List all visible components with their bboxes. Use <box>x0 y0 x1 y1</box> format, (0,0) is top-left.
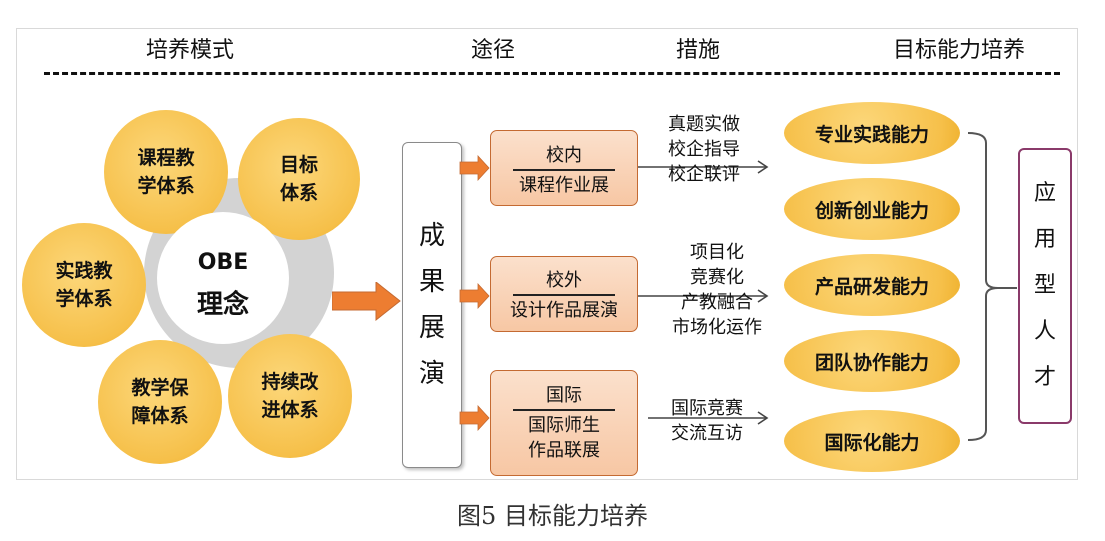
figure-caption: 图5 目标能力培养 <box>457 502 648 530</box>
header-mode: 培养模式 <box>146 38 235 63</box>
petal-improvement: 持续改 进体系 <box>228 334 352 458</box>
path-box-off-campus: 校外 设计作品展演 <box>490 256 638 332</box>
measures-international: 国际竞赛 交流互访 <box>671 398 743 444</box>
ability-product-development: 产品研发能力 <box>784 254 960 316</box>
obe-core: OBE 理念 <box>157 212 289 344</box>
outcome-exhibition-box: 成 果 展 演 <box>402 142 462 468</box>
ability-teamwork: 团队协作能力 <box>784 330 960 392</box>
petal-target: 目标 体系 <box>238 118 360 240</box>
concept-label: 理念 <box>196 290 249 320</box>
petal-curriculum: 课程教 学体系 <box>104 110 228 234</box>
main-flow-arrow <box>332 282 401 322</box>
ability-innovation-entrepreneurship: 创新创业能力 <box>784 178 960 240</box>
header-path: 途径 <box>471 38 516 63</box>
header-target-ability: 目标能力培养 <box>893 38 1026 63</box>
measures-on-campus: 真题实做 校企指导 校企联评 <box>668 114 740 185</box>
applied-talent-box: 应 用 型 人 才 <box>1018 148 1072 424</box>
ability-internationalization: 国际化能力 <box>784 410 960 472</box>
ability-professional-practice: 专业实践能力 <box>784 102 960 164</box>
measures-off-campus: 项目化 竞赛化 产教融合 市场化运作 <box>672 242 762 338</box>
obe-label: OBE <box>197 250 249 275</box>
path-box-international: 国际 国际师生 作品联展 <box>490 370 638 476</box>
petal-practice: 实践教 学体系 <box>22 223 146 347</box>
petal-guarantee: 教学保 障体系 <box>98 340 222 464</box>
path-box-on-campus: 校内 课程作业展 <box>490 130 638 206</box>
header-measures: 措施 <box>676 38 721 63</box>
header-divider <box>44 72 1060 75</box>
